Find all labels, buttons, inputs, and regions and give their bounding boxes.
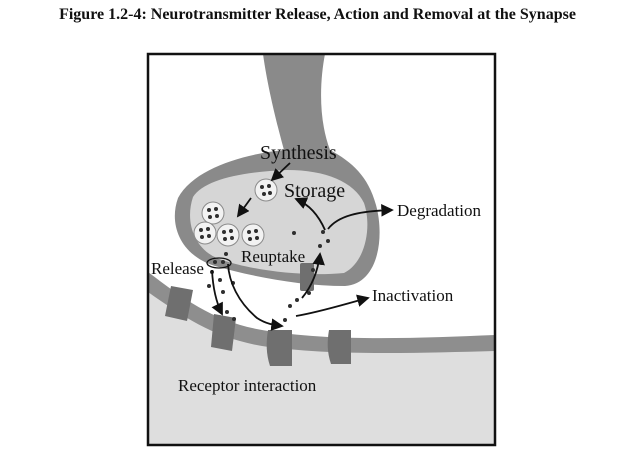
receptor-3	[266, 330, 292, 366]
reuptake-transporter	[300, 263, 314, 291]
label-reuptake: Reuptake	[241, 247, 305, 266]
label-release: Release	[151, 259, 204, 278]
arrow-release-left	[211, 269, 223, 316]
receptor-1	[165, 286, 193, 321]
receptor-2	[211, 314, 236, 351]
arrow-storage-to-vesicle	[236, 197, 252, 218]
label-synthesis: Synthesis	[260, 142, 337, 164]
diagram-frame	[146, 52, 497, 447]
vesicle-2	[201, 201, 225, 225]
arrow-to-degradation	[327, 204, 394, 230]
label-degradation: Degradation	[397, 201, 482, 220]
terminal-interior	[190, 170, 368, 275]
release-vesicle	[206, 257, 232, 269]
process-arrows	[211, 162, 394, 331]
arrow-reuptake-up	[301, 252, 325, 299]
vesicle-3	[193, 221, 217, 245]
vesicle-5	[241, 223, 265, 247]
vesicle-1	[254, 178, 278, 202]
label-receptor-interaction: Receptor interaction	[178, 376, 317, 395]
cytoplasm-molecules	[292, 230, 330, 272]
label-inactivation: Inactivation	[372, 286, 454, 305]
label-storage: Storage	[284, 180, 345, 202]
arrow-to-storage	[294, 197, 326, 231]
vesicle-4	[216, 223, 240, 247]
arrow-to-inactivation	[295, 294, 370, 317]
receptor-4	[327, 330, 351, 364]
postsynaptic-cell	[148, 292, 495, 445]
arrow-release-down	[227, 263, 284, 331]
figure-title: Figure 1.2-4: Neurotransmitter Release, …	[59, 6, 576, 23]
arrow-synthesis-to-storage	[270, 162, 291, 182]
